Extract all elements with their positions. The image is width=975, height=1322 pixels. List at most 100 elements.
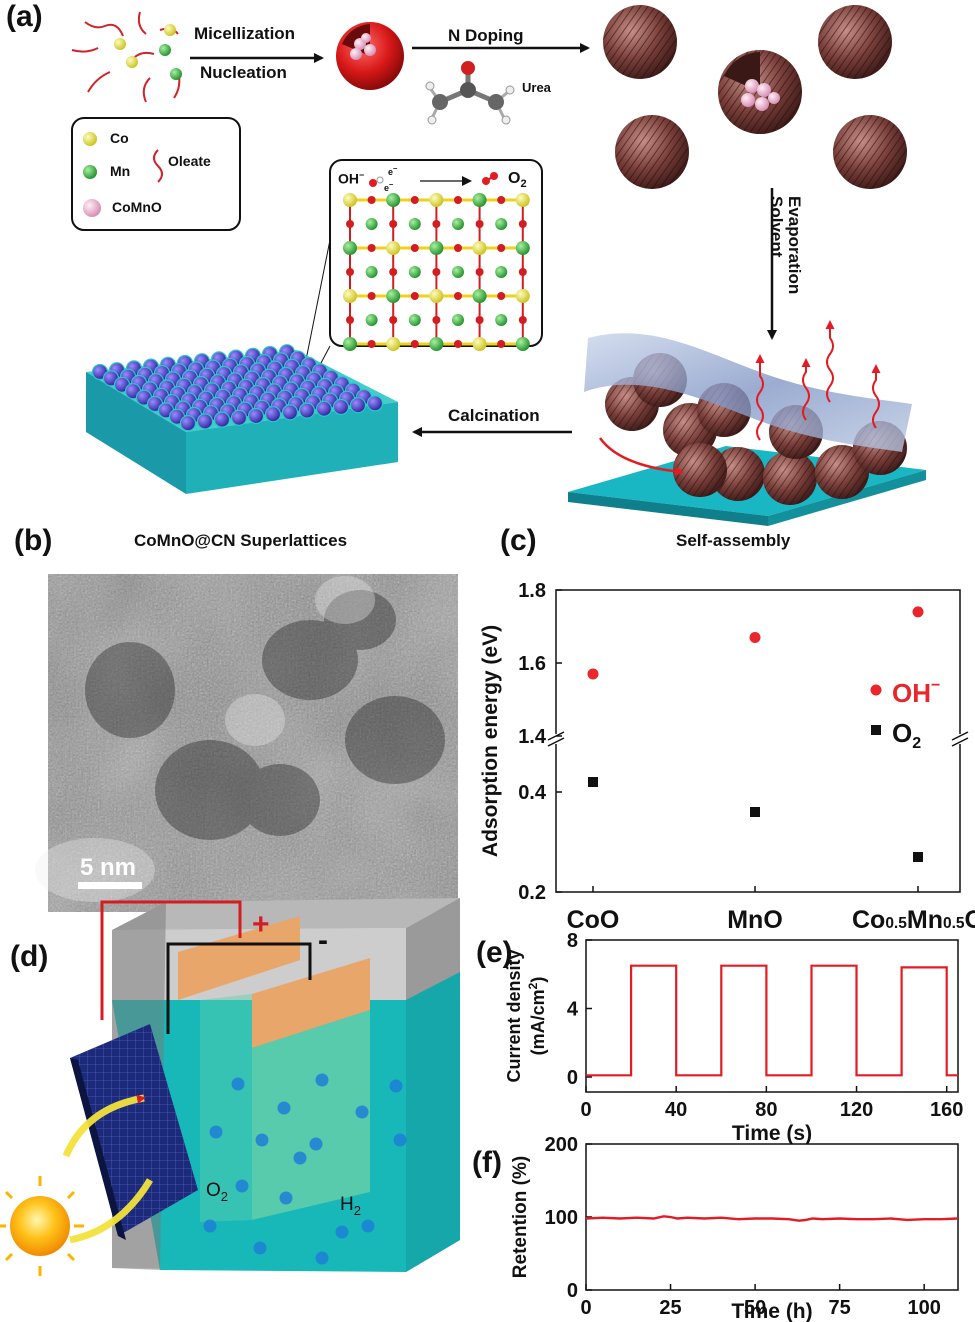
h2-gas-label: H2: [340, 1194, 361, 1218]
legend-label-oh: OH−: [892, 677, 940, 708]
x-tick-label: Co0.5Mn0.5O: [852, 906, 975, 934]
legend-marker-oh: [870, 684, 882, 696]
micellization-label: Micellization: [194, 24, 296, 43]
solvent-label: Solvent: [767, 196, 786, 258]
x-tick-label: 0: [580, 1099, 591, 1121]
y-tick-label: 100: [545, 1207, 578, 1229]
mn-legend-label: Mn: [110, 163, 131, 179]
x-tick-label: 25: [659, 1297, 681, 1319]
inset-oh-text: OH: [338, 170, 359, 187]
o2-gas-label: O2: [206, 1180, 228, 1204]
axis-break-mark: [547, 737, 565, 747]
anode-wire: [100, 900, 242, 1020]
legend-marker-o2: [871, 725, 881, 735]
x-tick-label: 50: [744, 1297, 766, 1319]
x-tick-label: 0: [580, 1297, 591, 1319]
oer-arrow-inset: [369, 172, 498, 187]
cathode-plate: [252, 958, 370, 1048]
anode-plate: [178, 916, 300, 1000]
o2-gas-subscript: 2: [220, 1188, 229, 1204]
y-axis-label-line1: Current density: [504, 949, 524, 1082]
evaporation-label: Evaporation: [785, 196, 804, 295]
legend-label-o2: O2: [892, 718, 921, 752]
data-point-oh: [587, 668, 599, 680]
x-tick-label: MnO: [727, 906, 783, 934]
x-tick-label: 120: [840, 1099, 873, 1121]
y-tick-label: 4: [567, 999, 579, 1021]
cobalt-manganese-oxide-lattice: [343, 193, 530, 351]
inset-o2-text: O: [508, 170, 521, 187]
x-axis-label: Time (h): [731, 1300, 812, 1322]
break-mask: [952, 734, 968, 744]
x-tick-label: CoO: [567, 906, 620, 934]
x-tick-label: 160: [930, 1099, 963, 1121]
n-doped-spheres: [603, 5, 907, 189]
panel-d-label: (d): [10, 940, 49, 973]
sun-rays: [0, 1176, 84, 1276]
panel-b-tem-image: [35, 574, 458, 912]
sun-icon: [10, 1196, 70, 1256]
retention-trace: [585, 1215, 959, 1222]
inset-electron-2-text: e: [384, 183, 390, 193]
panel-d-cell-schematic: [0, 898, 460, 1276]
plot-frame: [585, 939, 959, 1093]
inset-oh-label: OH−: [338, 170, 364, 187]
x-axis-label: Time (s): [732, 1122, 812, 1145]
data-point-o2: [750, 807, 760, 817]
data-point-o2: [588, 777, 598, 787]
co-ion: [164, 24, 176, 36]
calcination-label: Calcination: [448, 406, 540, 425]
data-point-o2: [913, 852, 923, 862]
y-axis-label-line2: (mA/cm2): [526, 977, 548, 1056]
mn-ion: [170, 68, 182, 80]
y-tick-label: 0.2: [518, 882, 546, 904]
y-tick-label: 1.4: [518, 726, 547, 748]
x-tick-label: 80: [755, 1099, 777, 1121]
panel-c-label: (c): [500, 524, 537, 557]
precursor-cluster: [71, 11, 182, 103]
self-assembly-scene: [568, 320, 926, 526]
cathode-minus-sign: -: [318, 924, 328, 957]
data-point-oh: [749, 631, 761, 643]
panel-e-label: (e): [476, 936, 513, 969]
comno-legend-label: CoMnO: [112, 199, 162, 215]
co-legend-label: Co: [110, 130, 129, 146]
solar-panel: [70, 1024, 198, 1236]
axis-break-mark: [951, 731, 969, 741]
self-assembly-label: Self-assembly: [676, 531, 791, 550]
legend-box: [71, 117, 241, 231]
y-tick-label: 1.8: [518, 580, 546, 602]
y-tick-label: 0: [567, 1067, 578, 1089]
oleate-legend-marker: [153, 149, 163, 183]
mn-legend-marker: [83, 165, 97, 179]
panel-b-title: CoMnO@CN Superlattices: [134, 531, 348, 550]
inset-electron-2-charge: −: [389, 180, 394, 189]
axis-break-mark: [951, 737, 969, 747]
urea-label: Urea: [522, 80, 551, 95]
x-tick-label: 40: [665, 1099, 687, 1121]
y-tick-label: 1.6: [518, 653, 546, 675]
current-trace: [586, 964, 958, 1077]
oleate-legend-label: Oleate: [168, 153, 211, 169]
light-arrow: [69, 1178, 154, 1244]
co-legend-marker: [83, 132, 97, 146]
y-tick-label: 200: [545, 1134, 578, 1156]
o2-gas-text: O: [206, 1180, 221, 1201]
nucleation-label: Nucleation: [200, 63, 287, 82]
co-ion: [126, 56, 138, 68]
inset-oh-charge: −: [359, 170, 365, 180]
co-ion: [114, 38, 126, 50]
x-tick-label: 100: [907, 1297, 940, 1319]
superlattice-slab: [86, 344, 398, 494]
scale-bar: [78, 882, 142, 889]
y-tick-label: 8: [567, 930, 578, 952]
break-mask: [548, 734, 564, 744]
micelle-particle: [336, 22, 404, 90]
inset-electron-1: e−: [388, 164, 397, 177]
inset-electron-1-text: e: [388, 167, 394, 177]
mn-ion: [159, 44, 171, 56]
y-tick-label: 0: [567, 1280, 578, 1302]
